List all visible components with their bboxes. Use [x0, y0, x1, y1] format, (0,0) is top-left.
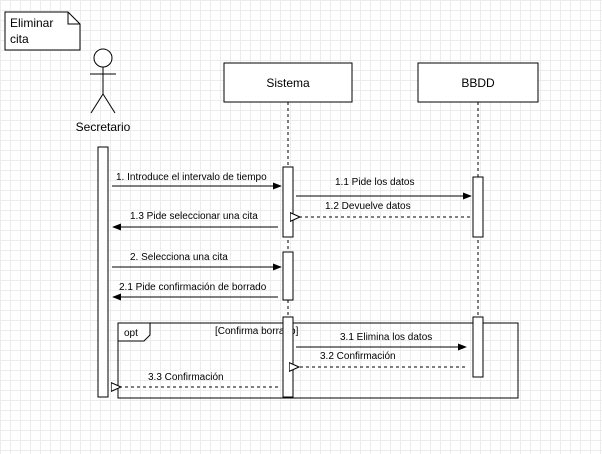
note-line-1: Eliminar — [10, 16, 53, 30]
messages: 1. Introduce el intervalo de tiempo 1.1 … — [112, 172, 472, 387]
lifeline-header-sistema: Sistema — [223, 62, 353, 103]
message-label-2-1: 2.1 Pide confirmación de borrado — [119, 282, 267, 293]
activation-sistema-3 — [282, 316, 294, 398]
message-label-2: 2. Selecciona una cita — [130, 252, 228, 263]
message-label-3-2: 3.2 Confirmación — [320, 351, 396, 362]
lifeline-label-sistema: Sistema — [266, 76, 310, 90]
message-label-1-3: 1.3 Pide seleccionar una cita — [130, 211, 258, 222]
activation-bbdd-1 — [472, 176, 484, 238]
opt-fragment: opt [Confirma borrado] — [117, 322, 519, 399]
activation-sistema-1 — [282, 166, 294, 238]
fragment-guard: [Confirma borrado] — [215, 326, 299, 337]
fragment-operator-box — [117, 322, 151, 342]
actor-label: Secretario — [76, 120, 131, 134]
message-label-1-2: 1.2 Devuelve datos — [325, 201, 411, 212]
activations — [97, 146, 484, 398]
actor-secretario: Secretario — [76, 48, 131, 134]
fragment-operator: opt — [124, 328, 138, 339]
activation-secretario — [97, 146, 109, 398]
message-label-1: 1. Introduce el intervalo de tiempo — [116, 172, 267, 183]
note-line-2: cita — [10, 32, 29, 46]
activation-sistema-2 — [282, 251, 294, 301]
message-label-3-3: 3.3 Confirmación — [148, 372, 224, 383]
diagram-note: Eliminar cita — [4, 11, 81, 51]
actor-head — [93, 48, 113, 68]
message-label-1-1: 1.1 Pide los datos — [335, 177, 415, 188]
message-label-3-1: 3.1 Elimina los datos — [340, 332, 432, 343]
activation-bbdd-2 — [472, 316, 484, 378]
lifeline-header-bbdd: BBDD — [417, 62, 539, 103]
lifeline-label-bbdd: BBDD — [461, 76, 495, 90]
